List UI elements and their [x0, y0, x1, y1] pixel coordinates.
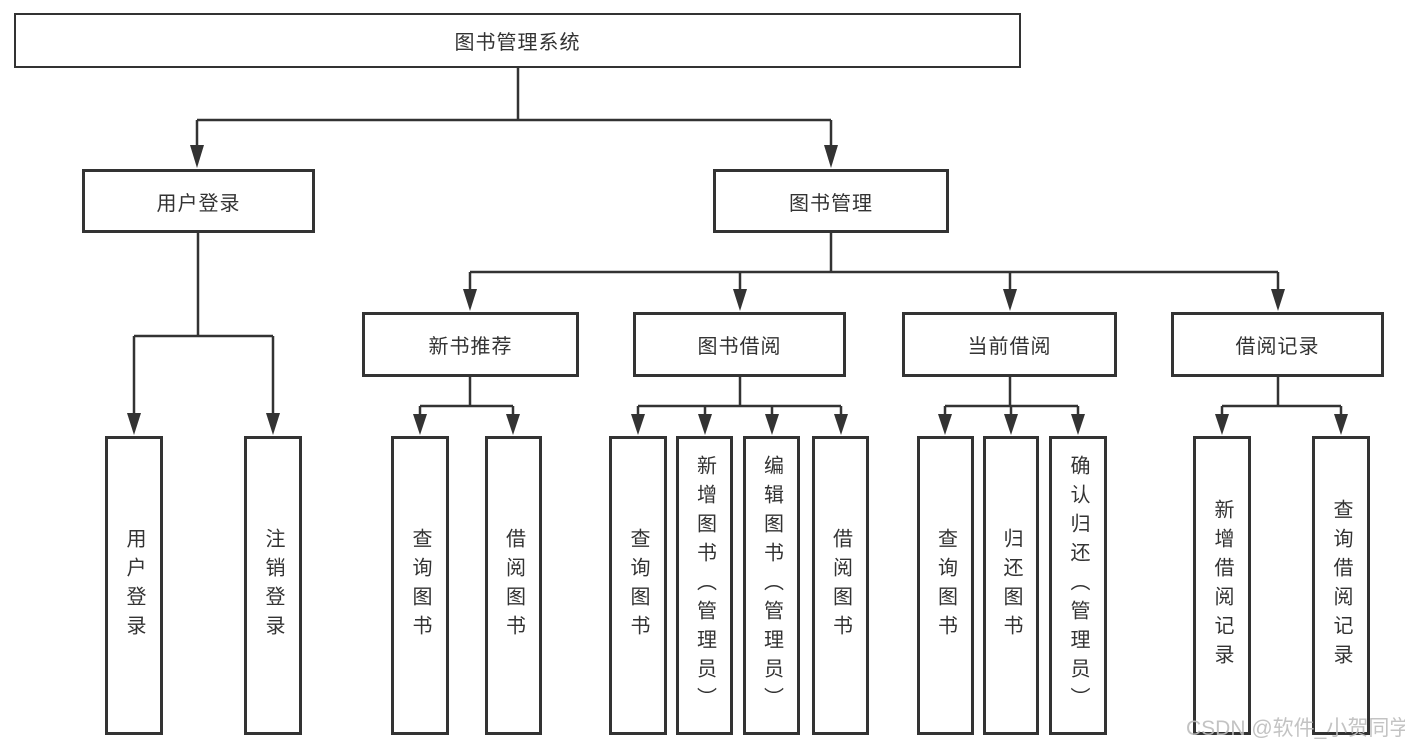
node-borrowing-records-label: 借阅记录	[1235, 336, 1320, 358]
leaf-logout-label: 注销登录	[262, 527, 284, 644]
node-user-login: 用户登录	[82, 169, 315, 233]
node-book-borrowing: 图书借阅	[633, 312, 846, 377]
leaf-user-login-label: 用户登录	[123, 527, 145, 644]
leaf-query-books-current: 查询图书	[917, 436, 974, 735]
leaf-query-books-borrowing-label: 查询图书	[627, 527, 649, 644]
node-current-borrowing: 当前借阅	[902, 312, 1117, 377]
leaf-borrow-books-recommend-label: 借阅图书	[502, 527, 525, 644]
leaf-borrow-books: 借阅图书	[812, 436, 869, 735]
leaf-borrow-books-label: 借阅图书	[829, 527, 852, 644]
arrowheads	[127, 145, 1348, 435]
leaf-confirm-return-admin-label: 确认归还（管理员）	[1067, 455, 1089, 716]
node-user-login-label: 用户登录	[156, 192, 241, 215]
connector-strokes	[132, 68, 1343, 420]
leaf-return-books: 归还图书	[983, 436, 1039, 735]
leaf-query-books-recommend-label: 查询图书	[409, 527, 431, 644]
node-borrowing-records: 借阅记录	[1171, 312, 1384, 377]
leaf-query-books-borrowing: 查询图书	[609, 436, 667, 735]
csdn-watermark: CSDN @软件_小贺同学	[1186, 717, 1405, 740]
node-current-borrowing-label: 当前借阅	[967, 336, 1052, 358]
leaf-add-borrow-record-label: 新增借阅记录	[1211, 498, 1233, 673]
node-new-book-recommend: 新书推荐	[362, 312, 579, 377]
leaf-logout: 注销登录	[244, 436, 302, 735]
leaf-user-login: 用户登录	[105, 436, 163, 735]
node-root-label: 图书管理系统	[454, 32, 581, 54]
leaf-query-borrow-record: 查询借阅记录	[1312, 436, 1370, 735]
node-book-management-label: 图书管理	[789, 192, 873, 215]
leaf-add-books-admin-label: 新增图书（管理员）	[693, 455, 716, 716]
leaf-query-books-recommend: 查询图书	[391, 436, 449, 735]
node-book-management: 图书管理	[713, 169, 949, 233]
leaf-edit-books-admin-label: 编辑图书（管理员）	[760, 455, 783, 716]
leaf-confirm-return-admin: 确认归还（管理员）	[1049, 436, 1107, 735]
leaf-edit-books-admin: 编辑图书（管理员）	[743, 436, 800, 735]
leaf-query-borrow-record-label: 查询借阅记录	[1330, 498, 1352, 673]
leaf-add-books-admin: 新增图书（管理员）	[676, 436, 733, 735]
leaf-borrow-books-recommend: 借阅图书	[485, 436, 542, 735]
leaf-query-books-current-label: 查询图书	[934, 527, 957, 644]
node-new-book-recommend-label: 新书推荐	[428, 336, 513, 358]
node-book-borrowing-label: 图书借阅	[697, 336, 782, 358]
node-root-system: 图书管理系统	[14, 13, 1021, 68]
leaf-add-borrow-record: 新增借阅记录	[1193, 436, 1251, 735]
leaf-return-books-label: 归还图书	[1000, 527, 1022, 644]
